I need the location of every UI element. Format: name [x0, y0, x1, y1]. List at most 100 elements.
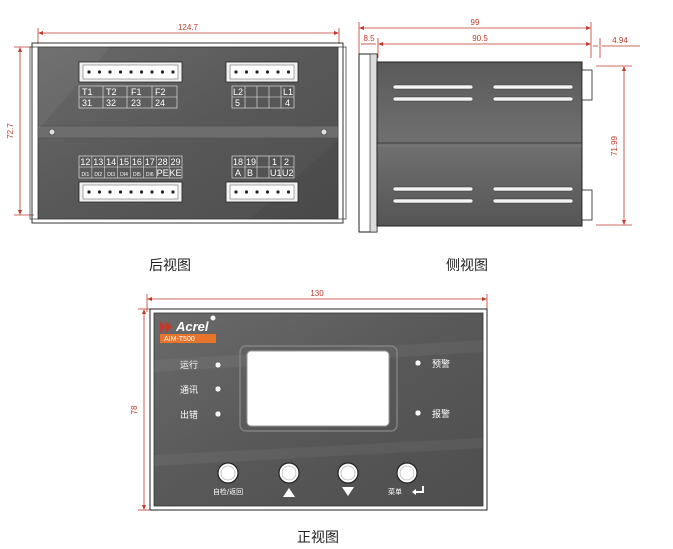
self-test-back-button[interactable]: 自检/返回 — [213, 462, 243, 496]
terminal-1: 1 — [272, 157, 277, 167]
up-button[interactable]: ▲ — [278, 462, 300, 511]
terminal-4: 4 — [285, 98, 290, 108]
power-led — [210, 315, 216, 321]
connector-pin — [150, 70, 154, 74]
connector-bottom-right — [225, 181, 299, 203]
brand-logo: Acrel — [160, 319, 209, 334]
terminal-DI6: DI6 — [146, 172, 154, 178]
connector-pin — [244, 70, 249, 74]
connector-pin — [171, 190, 175, 194]
terminal-31: 31 — [82, 98, 92, 108]
terminal-U2: U2 — [282, 168, 294, 178]
connector-pin — [255, 190, 259, 194]
side-connector-top — [581, 69, 593, 101]
terminal-DI1: DI1 — [82, 172, 90, 178]
connector-pin — [108, 70, 112, 74]
terminal-grid-top-left: T1 T2 F1 F2 31 32 23 24 — [78, 85, 178, 109]
display-bezel — [239, 345, 398, 432]
indicator-communication: 通讯 — [180, 385, 222, 396]
connector-pins — [234, 70, 291, 74]
indicator-communication-label: 通讯 — [180, 385, 198, 396]
connector-pin — [129, 70, 133, 74]
side-total-label: 99 — [471, 18, 480, 27]
rear-center-rail — [37, 125, 339, 139]
connector-pin — [234, 70, 238, 74]
terminal-24: 24 — [155, 98, 165, 108]
terminal-12: 12 — [80, 157, 90, 167]
down-button[interactable]: ▼ — [337, 462, 359, 511]
side-body-dimension: 90.5 — [378, 34, 591, 46]
connector-pin — [118, 70, 123, 74]
down-arrow-icon — [342, 487, 354, 496]
terminal-23: 23 — [131, 98, 141, 108]
menu-label: 菜单 — [388, 487, 402, 496]
enter-icon — [412, 486, 424, 495]
terminal-15: 15 — [119, 157, 129, 167]
connector-bottom-left — [78, 181, 183, 203]
side-vents — [392, 84, 574, 204]
terminal-grid-bottom-right: 18 19 1 2 A B U1 U2 — [231, 155, 295, 179]
terminal-17: 17 — [145, 157, 155, 167]
connector-pin — [108, 190, 112, 194]
indicator-prewarning-led — [414, 359, 422, 367]
side-body-label: 90.5 — [472, 34, 488, 43]
up-arrow-icon — [283, 488, 295, 497]
terminal-DI3: DI3 — [107, 172, 115, 178]
indicator-running-led — [214, 361, 222, 369]
side-front-label: 8.5 — [363, 34, 375, 43]
front-view: 130 78 Acrel AIM-T500 运行 — [130, 289, 488, 546]
indicator-alarm-led — [414, 409, 422, 417]
mounting-hole-right — [320, 128, 328, 136]
connector-pins — [87, 70, 175, 74]
connector-pin — [97, 190, 102, 194]
connector-pin — [139, 70, 144, 74]
front-height-dimension: 78 — [130, 308, 150, 511]
terminal-16: 16 — [132, 157, 142, 167]
side-connector-bottom — [581, 189, 593, 221]
menu-enter-button[interactable]: 菜单 — [388, 462, 424, 496]
terminal-5: 5 — [235, 98, 240, 108]
connector-pin — [234, 190, 238, 194]
connector-pin — [276, 70, 280, 74]
terminal-T1: T1 — [82, 87, 93, 97]
connector-pin — [255, 70, 259, 74]
side-view: 99 8.5 90.5 4.94 71.99 — [358, 18, 640, 274]
terminal-F1: F1 — [131, 87, 142, 97]
self-test-back-label: 自检/返回 — [213, 487, 243, 496]
connector-pin — [265, 70, 270, 74]
terminal-PE: PE — [157, 168, 169, 178]
terminal-T2: T2 — [106, 87, 117, 97]
terminal-U1: U1 — [270, 168, 282, 178]
front-height-label: 78 — [130, 405, 139, 414]
side-height-label: 71.99 — [610, 135, 619, 156]
connector-pin — [160, 70, 165, 74]
connector-pin — [171, 70, 175, 74]
terminal-DI4: DI4 — [120, 172, 128, 178]
indicator-error: 出错 — [180, 409, 222, 421]
model-badge — [160, 334, 216, 343]
side-connector-dimension: 4.94 — [593, 36, 640, 58]
terminal-28: 28 — [158, 157, 168, 167]
connector-pin — [129, 190, 133, 194]
connector-pin — [87, 70, 91, 74]
terminal-A: A — [235, 168, 241, 178]
connector-pin — [160, 190, 165, 194]
side-view-caption: 侧视图 — [446, 258, 488, 274]
indicator-error-led — [214, 410, 222, 418]
mounting-hole-left — [48, 128, 56, 136]
connector-pin — [286, 190, 291, 194]
terminal-18: 18 — [233, 157, 243, 167]
connector-pin — [139, 190, 144, 194]
indicator-running: 运行 — [180, 359, 222, 371]
front-width-label: 130 — [310, 289, 324, 298]
brand-name: Acrel — [175, 319, 209, 334]
terminal-19: 19 — [246, 157, 256, 167]
connector-pin — [276, 190, 280, 194]
connector-pin — [87, 190, 91, 194]
terminal-14: 14 — [106, 157, 116, 167]
terminal-grid-top-right: L2 L1 5 4 — [231, 85, 295, 109]
connector-pin — [244, 190, 249, 194]
indicator-error-label: 出错 — [180, 409, 198, 421]
connector-pin — [97, 70, 102, 74]
